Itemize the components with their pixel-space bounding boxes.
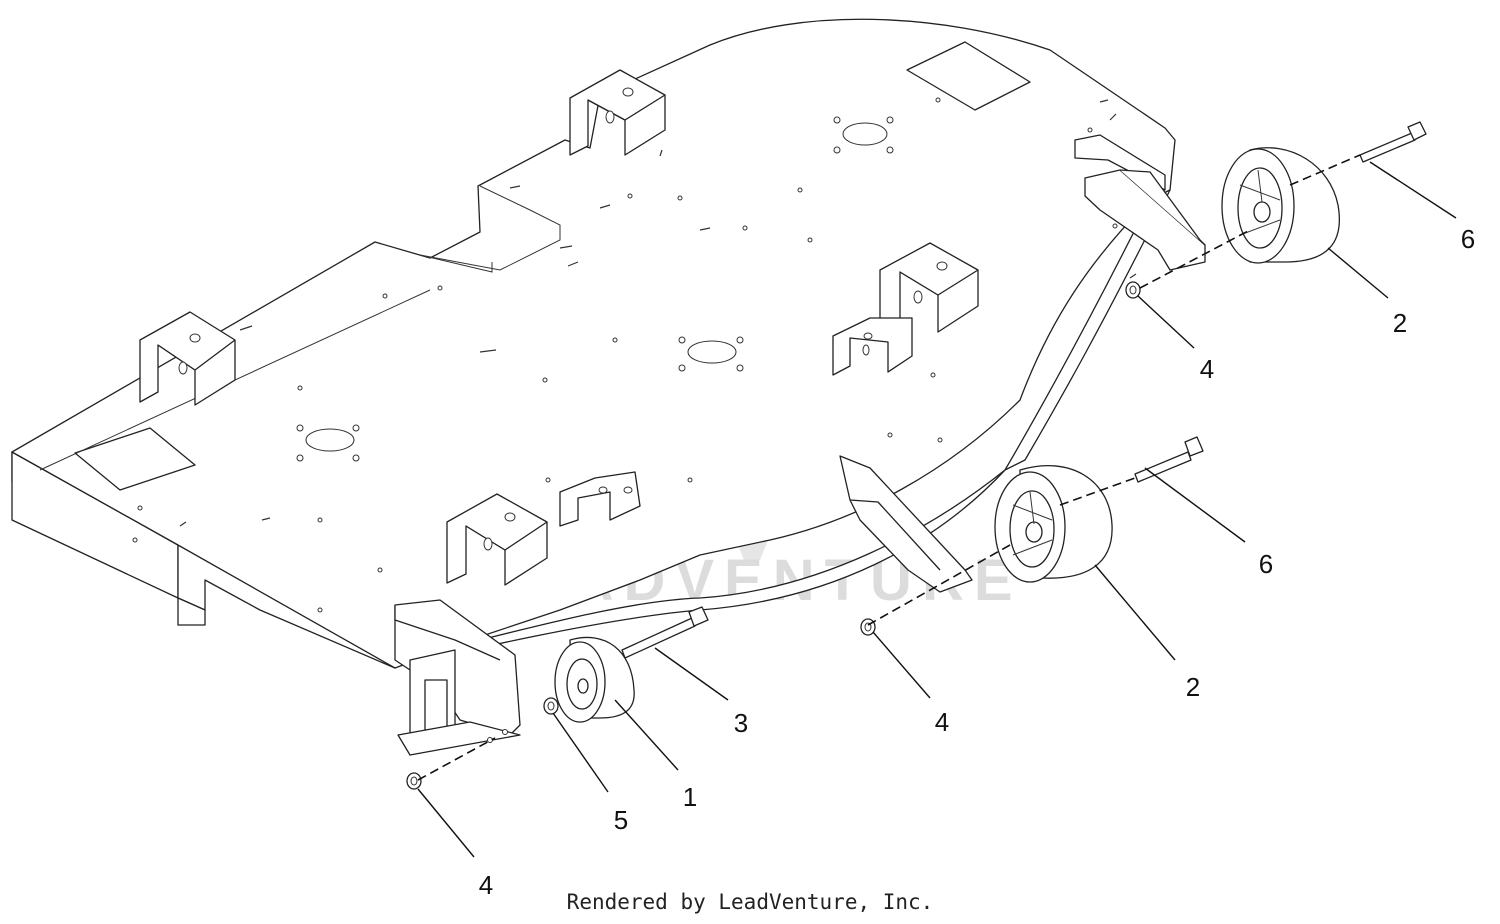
wheel-mount-front-right (839, 455, 973, 593)
mower-deck (11, 18, 1206, 756)
callout-2: 2 (1393, 308, 1407, 338)
callout-4: 4 (1200, 354, 1214, 384)
leader-lines (417, 161, 1457, 858)
lock-nut-lower (406, 772, 422, 790)
anti-scalp-wheel-middle (994, 465, 1113, 583)
spindle-hole-left (305, 428, 355, 452)
lock-nut-upper (1125, 281, 1141, 299)
mount-bracket (569, 69, 666, 156)
assembly-lines (417, 154, 1361, 781)
anti-scalp-wheel-upper (1221, 147, 1340, 264)
callout-1: 1 (683, 782, 697, 812)
anti-scalp-wheel-front (554, 636, 635, 723)
callout-2: 2 (1186, 672, 1200, 702)
callout-labels: 6 2 4 6 2 4 3 1 5 4 (479, 224, 1475, 900)
callout-6: 6 (1259, 549, 1273, 579)
mount-bracket (559, 471, 641, 527)
callout-4: 4 (935, 707, 949, 737)
wheel-bolt (621, 606, 709, 659)
shoulder-bolt-middle (1134, 436, 1204, 483)
shoulder-bolt-upper (1359, 121, 1427, 163)
callout-6: 6 (1461, 224, 1475, 254)
spindle-hole-center (687, 340, 737, 364)
callout-4: 4 (479, 870, 493, 900)
callout-3: 3 (734, 708, 748, 738)
spindle-hole-right (842, 122, 888, 146)
callout-5: 5 (614, 805, 628, 835)
footer-credit: Rendered by LeadVenture, Inc. (566, 890, 934, 914)
flange-nut (543, 697, 559, 715)
mount-bracket (446, 493, 548, 586)
mount-bracket (139, 311, 236, 406)
mount-bracket (832, 317, 913, 376)
